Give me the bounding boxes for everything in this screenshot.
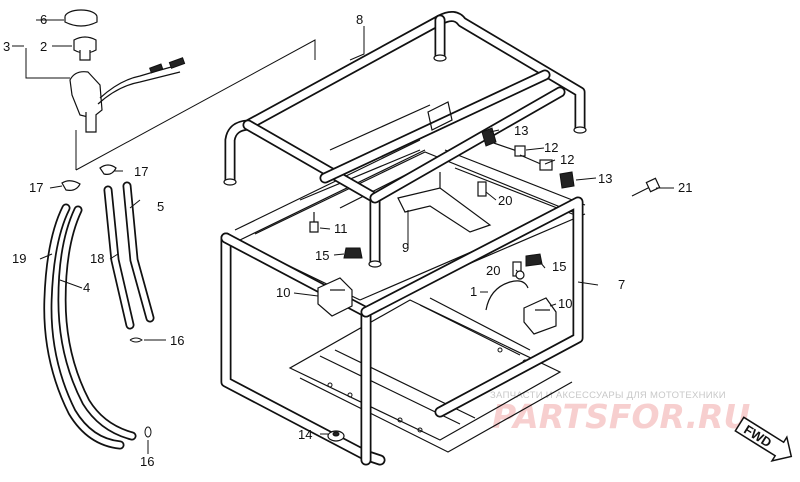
callout-16-upper: 16 <box>170 333 184 348</box>
callout-15-right: 15 <box>552 259 566 274</box>
callout-17-left: 17 <box>29 180 43 195</box>
callout-2: 2 <box>40 39 47 54</box>
callout-6: 6 <box>40 12 47 27</box>
fwd-arrow: FWD <box>734 416 793 463</box>
callout-20-lower: 20 <box>486 263 500 278</box>
callout-20-upper: 20 <box>498 193 512 208</box>
callout-7: 7 <box>618 277 625 292</box>
callout-17-right: 17 <box>134 164 148 179</box>
fuel-filter-group <box>25 9 316 171</box>
fasteners <box>309 127 661 442</box>
callout-4: 4 <box>83 280 90 295</box>
watermark-caption: ЗАПЧАСТИ И АКСЕССУАРЫ ДЛЯ МОТОТЕХНИКИ <box>490 390 726 401</box>
callout-5: 5 <box>157 199 164 214</box>
callout-21: 21 <box>678 180 692 195</box>
callout-13-upper: 13 <box>514 123 528 138</box>
watermark-brand: PARTSFOR.RU <box>492 397 750 436</box>
callout-15-left: 15 <box>315 248 329 263</box>
callout-8: 8 <box>356 12 363 27</box>
frame-assembly <box>220 11 587 466</box>
watermark: ЗАПЧАСТИ И АКСЕССУАРЫ ДЛЯ МОТОТЕХНИКИ PA… <box>490 390 750 436</box>
callout-12-upper: 12 <box>544 140 558 155</box>
callout-13-lower: 13 <box>598 171 612 186</box>
leader-lines <box>12 19 674 454</box>
callout-10-left: 10 <box>276 285 290 300</box>
callout-labels: 6 2 3 8 13 12 12 13 21 7 17 17 5 18 19 4… <box>3 12 692 469</box>
callout-12-lower: 12 <box>560 152 574 167</box>
callout-11: 11 <box>334 221 348 236</box>
bracket-9 <box>397 172 492 233</box>
callout-16-lower: 16 <box>140 454 154 469</box>
callout-14: 14 <box>298 427 312 442</box>
callout-3: 3 <box>3 39 10 54</box>
callout-19: 19 <box>12 251 26 266</box>
callout-10-right: 10 <box>558 296 572 311</box>
engine-mounts <box>317 270 557 335</box>
callout-1: 1 <box>470 284 477 299</box>
hose-group <box>43 164 155 450</box>
callout-18: 18 <box>90 251 104 266</box>
callout-9: 9 <box>402 240 409 255</box>
